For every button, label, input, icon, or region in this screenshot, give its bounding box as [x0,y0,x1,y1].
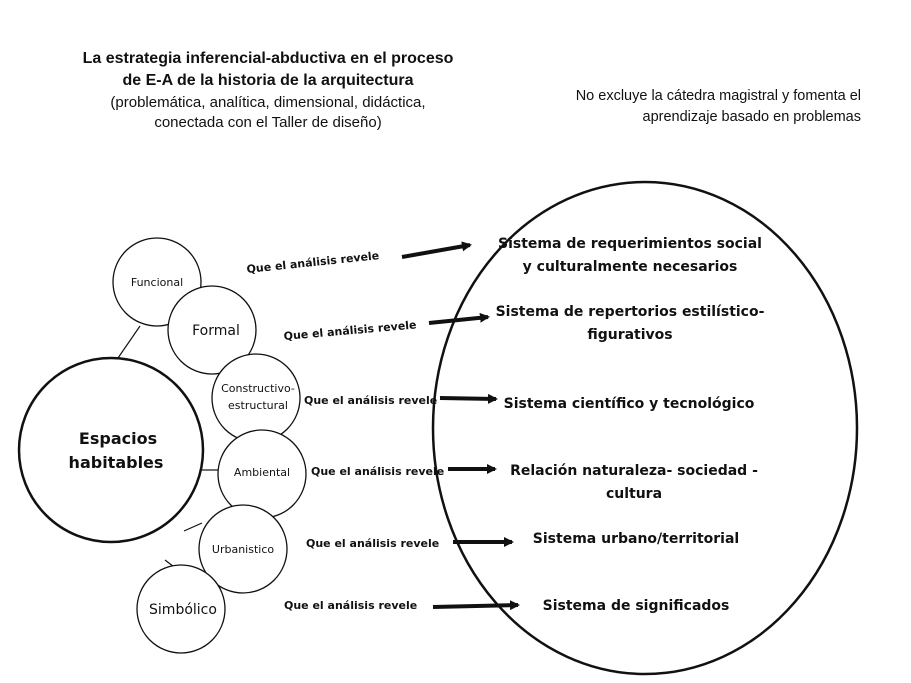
dimension-label-funcional: Funcional [131,276,183,289]
dimension-label-ambiental: Ambiental [234,466,290,479]
dimension-label-urbanistico: Urbanistico [212,543,274,556]
result-2-line2: figurativos [587,327,672,343]
arrow-2 [428,312,490,325]
connector-urbanistico [183,522,203,532]
result-4-line2: cultura [606,486,662,502]
relation-label-6: Que el análisis revele [284,599,417,612]
arrow-3 [439,393,498,404]
relation-label-4: Que el análisis revele [311,465,444,478]
result-1-line1: Sistema de requerimientos social [498,236,762,252]
connector-funcional [117,325,141,359]
note-text: No excluye la cátedra magistral y foment… [575,88,861,125]
result-2-line1: Sistema de repertorios estilístico- [496,304,765,320]
relation-label-3: Que el análisis revele [304,394,437,407]
dimension-circle-formal [167,285,257,375]
dimension-label-formal: Formal [192,323,240,339]
result-1-line2: y culturalmente necesarios [523,259,738,275]
central-label-line2: habitables [69,453,164,472]
relation-label-5: Que el análisis revele [306,537,439,550]
result-4-line1: Relación naturaleza- sociedad - [510,463,758,479]
arrow-6 [432,600,520,611]
dimension-circle-simbolico [136,564,226,654]
result-6-line1: Sistema de significados [543,598,730,614]
relation-label-2: Que el análisis revele [283,318,417,343]
results-ellipse [431,180,859,676]
dimension-label-simbolico: Simbólico [149,602,217,618]
diagram-subtitle: (problemática, analítica, dimensional, d… [110,94,426,131]
dimension-circle-constructivo [211,353,301,443]
arrow-1 [401,241,472,259]
relation-label-1: Que el análisis revele [246,249,380,276]
result-3-line1: Sistema científico y tecnológico [504,396,755,412]
central-label-line1: Espacios [79,429,157,448]
diagram-title: La estrategia inferencial-abductiva en e… [82,50,454,89]
result-5-line1: Sistema urbano/territorial [533,531,739,547]
dimension-label-constructivo-line2: estructural [228,399,288,412]
dimension-circle-urbanistico [198,504,288,594]
header: La estrategia inferencial-abductiva en e… [78,48,458,133]
central-circle [17,356,205,544]
dimension-label-constructivo-line1: Constructivo- [221,382,295,395]
